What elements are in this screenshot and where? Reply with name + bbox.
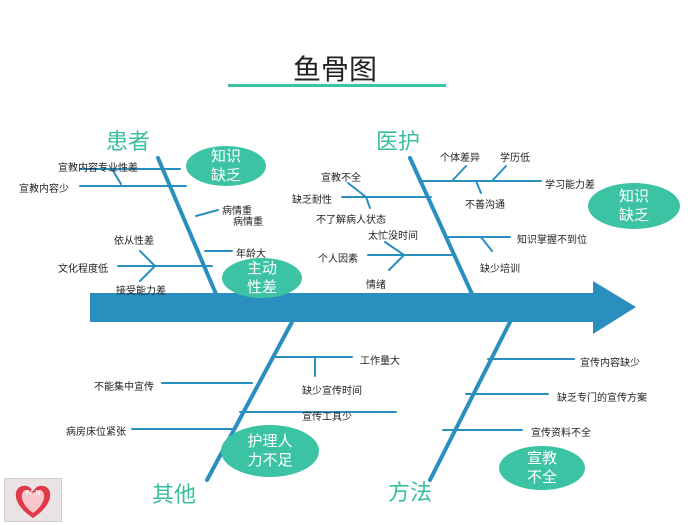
cause-label: 知识掌握不到位 (517, 235, 587, 246)
category-medical: 医护 (376, 130, 421, 155)
fishbone-spine (90, 293, 594, 322)
cause-label: 工作量大 (360, 356, 400, 367)
bone-medical (408, 156, 474, 296)
cause-label: 缺少培训 (480, 264, 520, 275)
bubble-staff-shortage: 护理人 力不足 (221, 425, 319, 477)
bone-patient (156, 156, 218, 296)
cause-label: 太忙没时间 (368, 231, 418, 242)
cause-label: 缺乏耐性 (292, 195, 332, 206)
cause-label: 接受能力差 (116, 286, 166, 297)
category-method: 方法 (388, 481, 433, 506)
cause-label: 宣传工具少 (302, 412, 352, 423)
logo-text: P&N (25, 489, 41, 497)
category-patient: 患者 (106, 130, 151, 155)
cause-label: 宣教内容少 (19, 184, 69, 195)
cause-label: 学习能力差 (545, 180, 595, 191)
cause-label: 不能集中宣传 (94, 382, 154, 393)
fishbone-arrowhead (593, 281, 636, 334)
cause-label: 宣传资料不全 (531, 428, 591, 439)
cause-label: 年龄大 (236, 249, 266, 260)
category-other: 其他 (152, 483, 197, 508)
cause-label: 不了解病人状态 (316, 215, 386, 226)
cause-label: 个体差异 (440, 153, 480, 164)
cause-label: 依从性差 (114, 236, 154, 247)
bubble-low-initiative: 主动 性差 (222, 258, 302, 298)
cause-label: 宣教内容专业性差 (58, 163, 138, 174)
bubble-knowledge-lack: 知识 缺乏 (186, 146, 266, 186)
cause-label: 缺乏专门的宣传方案 (557, 393, 647, 404)
cause-label: 病情重 (222, 206, 252, 217)
cause-label: 病情重 (233, 217, 263, 228)
bone-method (428, 320, 512, 482)
cause-label: 缺少宣传时间 (302, 386, 362, 397)
cause-label: 学历低 (500, 153, 530, 164)
cause-label: 不善沟通 (465, 200, 505, 211)
cause-label: 宣传内容缺少 (580, 358, 640, 369)
logo: P&N (4, 478, 62, 522)
cause-label: 个人因素 (318, 254, 358, 265)
cause-label: 文化程度低 (58, 264, 108, 275)
bubble-knowledge-lack: 知识 缺乏 (588, 183, 680, 229)
title-underline (228, 84, 446, 87)
bubble-incomplete-education: 宣教 不全 (499, 446, 585, 490)
cause-label: 情绪 (366, 280, 386, 291)
diagram-title: 鱼骨图 (292, 53, 377, 86)
cause-label: 病房床位紧张 (66, 427, 126, 438)
cause-label: 宣教不全 (321, 173, 361, 184)
